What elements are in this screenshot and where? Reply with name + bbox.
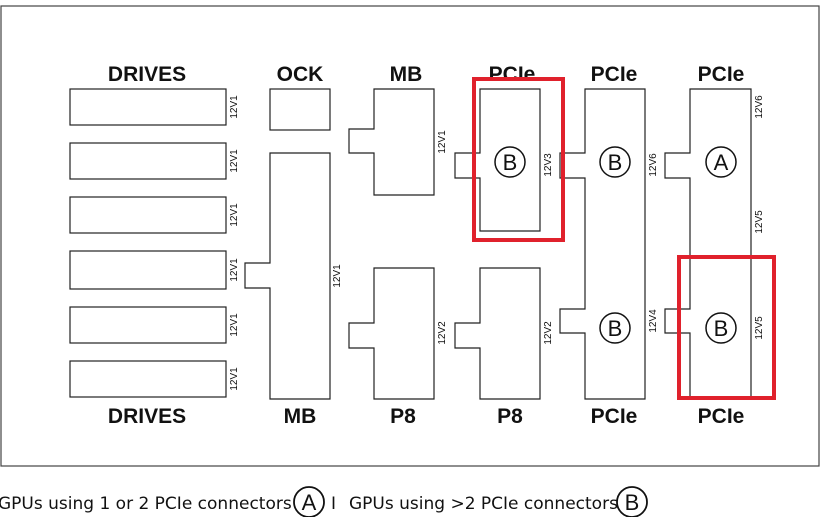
rail-label-pcie-col2-top: 12V6	[648, 153, 659, 177]
legend-badge-a: A	[293, 486, 325, 517]
rail-label-mb-top: 12V1	[437, 130, 448, 154]
header-drives-top: DRIVES	[108, 63, 186, 86]
rail-label-drive1: 12V1	[229, 95, 240, 119]
rail-label-pcie-col3-top: 12V6	[754, 95, 765, 119]
p8-connector-left	[348, 267, 435, 400]
svg-text:A: A	[714, 150, 729, 175]
header-pcie-top-3: PCIe	[698, 63, 745, 86]
drive-connector-5	[69, 306, 227, 344]
header-p8-2: P8	[497, 405, 523, 428]
header-pcie-bottom-1: PCIe	[591, 405, 638, 428]
rail-label-drive4: 12V1	[229, 258, 240, 282]
badge-b-pcie-col2-top: B	[599, 146, 631, 178]
header-pcie-top-1: PCIe	[489, 63, 536, 86]
header-p8-1: P8	[390, 405, 416, 428]
rail-label-pcie-b-top: 12V3	[543, 153, 554, 177]
header-mb-top: MB	[390, 63, 423, 86]
rail-label-p8-right: 12V2	[543, 321, 554, 345]
header-pcie-top-2: PCIe	[591, 63, 638, 86]
rail-label-mb-big: 12V1	[332, 264, 343, 288]
badge-b-pcie-top: B	[494, 146, 526, 178]
legend-badge-b: B	[616, 486, 648, 517]
rail-label-pcie-col3-bottom: 12V5	[754, 316, 765, 340]
rail-label-drive5: 12V1	[229, 313, 240, 337]
legend: GPUs using 1 or 2 PCIe connectors = A I …	[0, 486, 648, 517]
header-mb-bottom: MB	[284, 405, 317, 428]
mb-main-connector	[244, 152, 331, 400]
mb-top-connector	[348, 88, 435, 196]
header-drives-bottom: DRIVES	[108, 405, 186, 428]
drive-connector-2	[69, 142, 227, 180]
ock-connector	[269, 88, 331, 131]
highlight-box-pcie-bottom	[677, 255, 776, 400]
legend-text-b: GPUs using >2 PCIe connectors =	[349, 494, 638, 514]
svg-text:B: B	[625, 490, 640, 515]
p8-connector-right	[454, 267, 541, 400]
badge-b-pcie-col3-bottom: B	[705, 312, 737, 344]
rail-label-drive3: 12V1	[229, 203, 240, 227]
drive-connector-1	[69, 88, 227, 126]
drive-connector-4	[69, 250, 227, 290]
legend-separator: I	[331, 494, 336, 514]
svg-text:A: A	[302, 490, 317, 515]
highlight-box-pcie-top	[472, 77, 565, 242]
svg-text:B: B	[608, 150, 623, 175]
drive-connector-6	[69, 360, 227, 398]
badge-b-pcie-col2-bottom: B	[599, 312, 631, 344]
svg-text:B: B	[714, 316, 729, 341]
drive-connector-3	[69, 196, 227, 234]
pcie-connector-column-2	[559, 88, 646, 400]
rail-label-pcie-col3-mid: 12V5	[754, 210, 765, 234]
rail-label-drive6: 12V1	[229, 367, 240, 391]
diagram-frame	[0, 5, 820, 467]
rail-label-pcie-col2-bottom: 12V4	[648, 309, 659, 333]
header-ock: OCK	[277, 63, 324, 86]
legend-text-a: GPUs using 1 or 2 PCIe connectors =	[0, 494, 311, 514]
svg-text:B: B	[503, 150, 518, 175]
badge-a-pcie-col3-top: A	[705, 146, 737, 178]
header-pcie-bottom-2: PCIe	[698, 405, 745, 428]
rail-label-drive2: 12V1	[229, 149, 240, 173]
rail-label-p8-left: 12V2	[437, 321, 448, 345]
svg-text:B: B	[608, 316, 623, 341]
